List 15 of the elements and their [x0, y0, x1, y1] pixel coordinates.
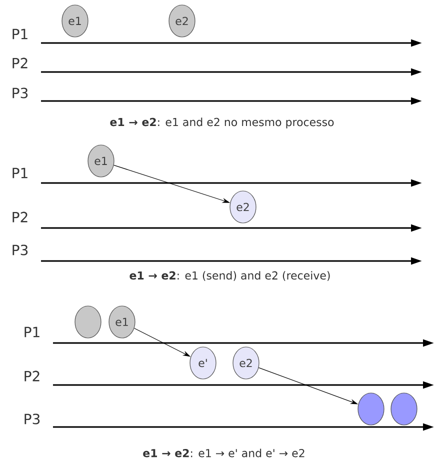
caption: e1 → e2: e1 → e' and e' → e2	[143, 448, 304, 458]
process-label: P3	[12, 88, 28, 98]
caption: e1 → e2: e1 and e2 no mesmo processo	[110, 118, 334, 128]
process-label: P3	[12, 244, 28, 256]
empty-event-ellipse	[358, 392, 384, 426]
caption: e1 → e2: e1 (send) and e2 (receive)	[130, 271, 330, 281]
process-label: P3	[24, 414, 40, 424]
process-label: P2	[12, 58, 28, 68]
process-label: P1	[24, 326, 40, 338]
process-label: P1	[12, 168, 28, 178]
process-label: P1	[12, 28, 28, 40]
empty-event-ellipse	[390, 392, 418, 426]
empty-event-ellipse	[74, 306, 102, 338]
process-label: P2	[12, 212, 28, 222]
process-label: P2	[24, 370, 40, 382]
